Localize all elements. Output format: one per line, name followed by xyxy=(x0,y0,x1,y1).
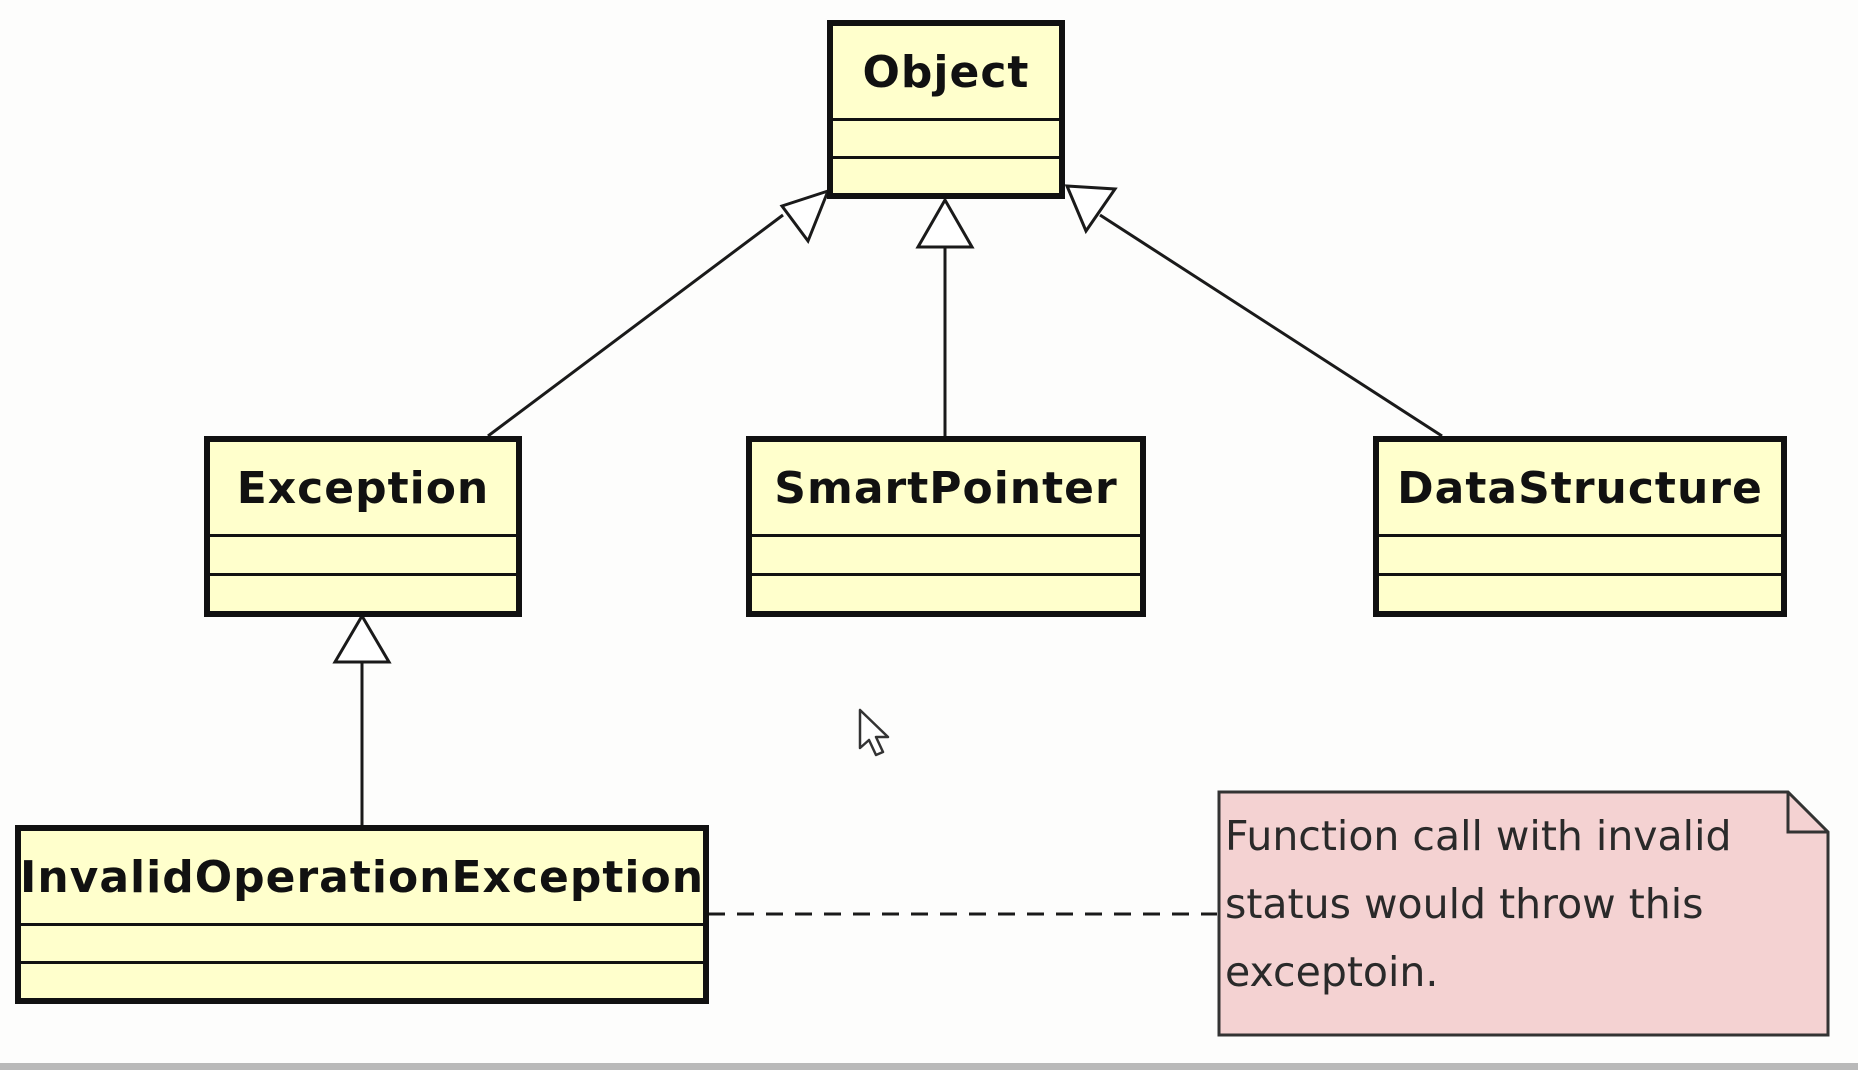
note-line: exceptoin. xyxy=(1225,948,1439,996)
hollow-triangle-arrowhead-icon xyxy=(332,613,392,664)
uml-note[interactable]: Function call with invalid status would … xyxy=(1217,790,1830,1037)
class-name: Object xyxy=(862,46,1030,98)
folded-corner-icon xyxy=(1786,792,1828,834)
class-name: SmartPointer xyxy=(774,462,1118,514)
operations-compartment xyxy=(752,572,1140,612)
attributes-compartment xyxy=(21,923,703,961)
class-datastructure[interactable]: DataStructure xyxy=(1373,436,1787,617)
hollow-triangle-arrowhead-icon xyxy=(1064,184,1118,235)
attributes-compartment xyxy=(833,118,1059,156)
class-name: InvalidOperationException xyxy=(19,851,705,903)
note-line: status would throw this xyxy=(1225,880,1704,928)
note-shape xyxy=(1217,790,1830,1037)
generalization-invalidop-exception xyxy=(332,613,392,825)
class-exception[interactable]: Exception xyxy=(204,436,522,617)
operations-compartment xyxy=(833,155,1059,194)
operations-compartment xyxy=(21,960,703,999)
attributes-compartment xyxy=(210,534,516,573)
generalization-datastructure-object xyxy=(1064,184,1443,438)
class-name: Exception xyxy=(236,462,490,514)
operations-compartment xyxy=(1379,572,1781,612)
generalization-exception-object xyxy=(487,188,831,438)
note-text: Function call with invalid status would … xyxy=(1225,802,1785,1006)
attributes-compartment xyxy=(1379,534,1781,573)
generalization-smartpointer-object xyxy=(915,196,975,436)
mouse-pointer-icon xyxy=(858,708,890,757)
hollow-triangle-arrowhead-icon xyxy=(779,188,831,245)
attributes-compartment xyxy=(752,534,1140,573)
class-smartpointer[interactable]: SmartPointer xyxy=(746,436,1146,617)
class-object[interactable]: Object xyxy=(827,20,1065,199)
bottom-divider xyxy=(0,1063,1858,1070)
class-invalidoperationexception[interactable]: InvalidOperationException xyxy=(15,825,709,1004)
hollow-triangle-arrowhead-icon xyxy=(915,196,975,249)
note-line: Function call with invalid xyxy=(1225,812,1732,860)
operations-compartment xyxy=(210,572,516,612)
class-name: DataStructure xyxy=(1397,462,1763,514)
